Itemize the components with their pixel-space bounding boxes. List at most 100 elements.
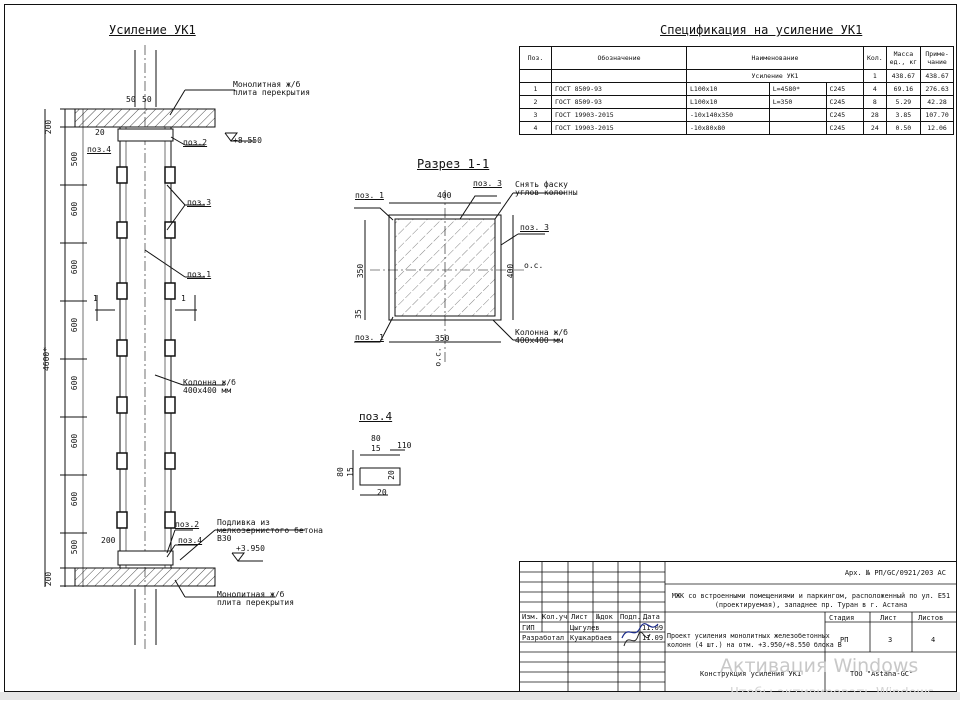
section-oc-bottom: о.с.	[433, 347, 443, 367]
spec-row: 4 ГОСТ 19903-2015 -10х80х80 С245 24 0.50…	[519, 121, 955, 135]
spec-cell: С245	[825, 95, 865, 109]
label-level-top: +8.550	[233, 136, 262, 145]
section-oc-right: о.с.	[524, 261, 544, 270]
spec-cell: ГОСТ 8509-93	[551, 95, 687, 109]
spec-header-cell: Приме- чание	[920, 46, 955, 70]
label-poz3: поз.3	[187, 198, 212, 207]
spec-cell: ГОСТ 19903-2015	[551, 108, 687, 122]
section-chamfer: Снять фаску углов колонны	[515, 180, 578, 197]
dim-label: 200	[44, 571, 54, 587]
title-section: Разрез 1-1	[417, 157, 490, 171]
spec-cell: 1	[519, 82, 552, 96]
label-dim-200: 200	[101, 536, 116, 545]
stamp-stage: РП	[840, 636, 849, 644]
spec-header-cell: Обозначение	[551, 46, 687, 70]
stamp-sheet: 3	[888, 636, 893, 644]
spec-cell: 276.63	[920, 82, 955, 96]
pos4-dim: 20	[386, 470, 396, 480]
label-column: Колонна ж/б 400х400 мм	[183, 378, 236, 395]
label-dim-20: 20	[95, 128, 105, 137]
spec-cell: L100х10	[686, 95, 770, 109]
spec-row: 3 ГОСТ 19903-2015 -10х140х350 С245 28 3.…	[519, 108, 955, 122]
spec-cell: 4	[519, 121, 552, 135]
label-cut-right: 1	[181, 294, 186, 303]
spec-cell: 3.85	[885, 108, 922, 122]
spec-cell: -10х140х350	[686, 108, 770, 122]
spec-cell: L=4580*	[768, 82, 827, 96]
spec-cell: С245	[825, 82, 865, 96]
stamp-col: Изм.	[522, 613, 539, 621]
dim-label: 200	[44, 119, 54, 135]
stamp-dev-role: Разработал	[522, 634, 565, 642]
title-pos4: поз.4	[359, 410, 393, 423]
spec-cell: 42.28	[920, 95, 955, 109]
windows-activation-watermark: Активация Windows	[720, 655, 919, 677]
spec-cell: -10х80х80	[686, 121, 770, 135]
label-slab-top: Монолитная ж/б плита перекрытия	[233, 80, 311, 97]
section-column: Колонна ж/б 400х400 мм	[515, 328, 568, 345]
spec-cell: ГОСТ 8509-93	[551, 82, 687, 96]
spec-cell: С245	[825, 108, 865, 122]
dim-label: 500	[70, 539, 80, 555]
stamp-col: Кол.уч	[542, 613, 568, 621]
spec-cell: 0.50	[885, 121, 922, 135]
dim-label: 500	[70, 151, 80, 167]
label-level-bottom: +3.950	[236, 544, 265, 553]
dim-label: 600	[70, 259, 80, 275]
spec-cell: L100х10	[686, 82, 770, 96]
stamp-work: Проект усиления монолитных железобетонны…	[667, 632, 842, 649]
label-poz4-bot: поз.4	[178, 536, 203, 545]
stamp-dev-date: 11.09	[642, 634, 664, 642]
stamp-drawing: Конструкция усиления УК1	[700, 670, 802, 678]
section-w400: 400	[437, 191, 452, 200]
spec-group-mass: 438.67	[885, 69, 922, 83]
spec-header-cell: Кол.	[863, 46, 887, 70]
stamp-stage-h: Стадия	[829, 614, 855, 622]
label-poz2-bot: поз.2	[175, 520, 200, 529]
dim-label: 600	[70, 317, 80, 333]
dim-label: 600	[70, 433, 80, 449]
spec-table: Поз. Обозначение Наименование Кол. Масса…	[519, 46, 955, 135]
stamp-col: Подп.	[620, 613, 642, 621]
spec-group-qty: 1	[863, 69, 887, 83]
spec-group-note: 438.67	[920, 69, 955, 83]
label-dim-50b: 50	[142, 95, 152, 104]
section-h350: 350	[356, 263, 366, 279]
spec-cell: 28	[863, 108, 887, 122]
signature	[621, 623, 659, 639]
stamp-col: Дата	[643, 613, 660, 621]
title-main: Усиление УК1	[109, 23, 196, 37]
stamp-dev-name: Кушкарбаев	[570, 634, 613, 642]
spec-cell: 4	[863, 82, 887, 96]
stamp-project: МЖК со встроенными помещениями и паркинг…	[671, 592, 951, 610]
section-h400: 400	[506, 263, 516, 279]
title-block: Арх. № РП/GC/0921/203 АС МЖК со встроенн…	[519, 561, 957, 696]
pos4-dim: 15	[371, 444, 381, 453]
signature-2	[623, 631, 651, 647]
drawing-lines	[44, 45, 565, 650]
spec-cell: 107.70	[920, 108, 955, 122]
label-poz2-top: поз.2	[183, 138, 208, 147]
spec-cell: ГОСТ 19903-2015	[551, 121, 687, 135]
spec-header-row: Поз. Обозначение Наименование Кол. Масса…	[519, 46, 955, 70]
stamp-col: Лист	[571, 613, 588, 621]
section-poz3-top: поз. 3	[473, 179, 502, 188]
stamp-org: ТОО "Astana-GC"	[850, 670, 914, 678]
title-block-grid	[520, 562, 956, 695]
spec-cell: 8	[863, 95, 887, 109]
pos4-dim: 15	[345, 467, 355, 477]
spec-cell	[768, 108, 827, 122]
spec-header-cell: Наименование	[686, 46, 864, 70]
spec-cell: 2	[519, 95, 552, 109]
section-poz1-bot: поз. 1	[355, 333, 384, 342]
stamp-sheets-h: Листов	[918, 614, 944, 622]
spec-cell: L=350	[768, 95, 827, 109]
label-poz4-top: поз.4	[87, 145, 112, 154]
dim-label: 600	[70, 375, 80, 391]
label-dim-50a: 50	[126, 95, 136, 104]
spec-header-cell: Поз.	[519, 46, 552, 70]
spec-group-row: Усиление УК1 1 438.67 438.67	[519, 69, 955, 83]
stamp-code: Арх. № РП/GC/0921/203 АС	[844, 569, 946, 577]
stamp-gip-date: 11.09	[642, 624, 664, 632]
label-slab-bottom: Монолитная ж/б плита перекрытия	[217, 590, 295, 607]
